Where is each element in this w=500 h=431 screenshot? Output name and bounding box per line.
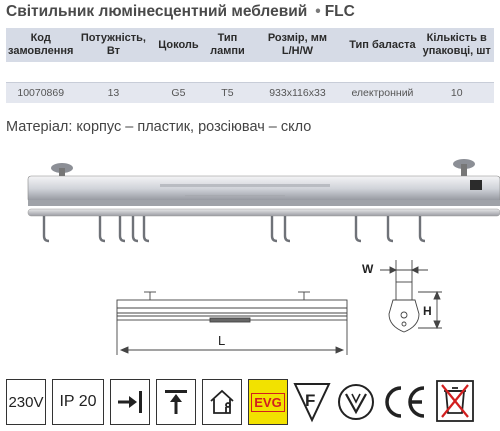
ce-mark-icon — [378, 379, 430, 425]
table-cell: 10 — [419, 82, 494, 103]
spec-table: Код замовлення Потужність, Вт Цоколь Тип… — [6, 28, 494, 103]
table-cell: 10070869 — [6, 82, 76, 103]
indoor-use-icon — [202, 379, 242, 425]
header-cell: Потужність, Вт — [75, 28, 152, 62]
f-mark-icon: F — [292, 379, 332, 425]
model-code: FLC — [324, 3, 355, 20]
ip-rating-badge: IP 20 — [52, 379, 104, 425]
ceiling-mount-icon — [156, 379, 196, 425]
header-cell: Цоколь — [151, 28, 206, 62]
table-cell: електронний — [345, 82, 420, 103]
header-cell: Тип лампи — [205, 28, 250, 62]
voltage-label: 230V — [8, 393, 44, 411]
label-l: L — [218, 333, 225, 348]
certification-icons: 230V IP 20 EVG F — [6, 379, 496, 427]
title-text: Світильник люмінесцентний меблевий — [6, 3, 308, 20]
evg-label: EVG — [251, 392, 285, 412]
side-drawing — [380, 260, 442, 333]
evg-ballast-badge: EVG — [248, 379, 288, 425]
table-cell: 13 — [75, 82, 152, 103]
voltage-badge: 230V — [6, 379, 46, 425]
hooks — [42, 216, 426, 243]
header-cell: Тип баласта — [345, 28, 420, 62]
title-bullet: • — [315, 3, 321, 20]
table-cell: G5 — [151, 82, 206, 103]
spec-header-row: Код замовлення Потужність, Вт Цоколь Тип… — [6, 28, 494, 62]
spacer-row — [6, 62, 494, 83]
header-cell: Код замовлення — [6, 28, 76, 62]
weee-bin-icon — [434, 379, 476, 425]
front-drawing — [116, 291, 348, 355]
material-note: Матеріал: корпус – пластик, розсіювач – … — [6, 119, 312, 135]
quality-mark-icon — [336, 379, 376, 425]
product-title: Світильник люмінесцентний меблевий •FLC — [6, 3, 355, 21]
table-row: 10070869 13 G5 T5 933x116x33 електронний… — [6, 82, 494, 103]
switch-icon — [470, 180, 482, 190]
table-cell: 933x116x33 — [249, 82, 346, 103]
header-cell: Розмір, мм L/H/W — [249, 28, 346, 62]
product-drawing: L W H — [27, 159, 500, 355]
wall-mount-icon — [110, 379, 150, 425]
luminaire-photo — [27, 159, 500, 243]
label-h: H — [423, 304, 432, 318]
header-cell: Кількість в упаковці, шт — [419, 28, 494, 62]
ip-rating-label: IP 20 — [59, 393, 97, 410]
table-cell: T5 — [205, 82, 250, 103]
label-w: W — [362, 262, 374, 276]
f-mark-label: F — [305, 391, 315, 410]
